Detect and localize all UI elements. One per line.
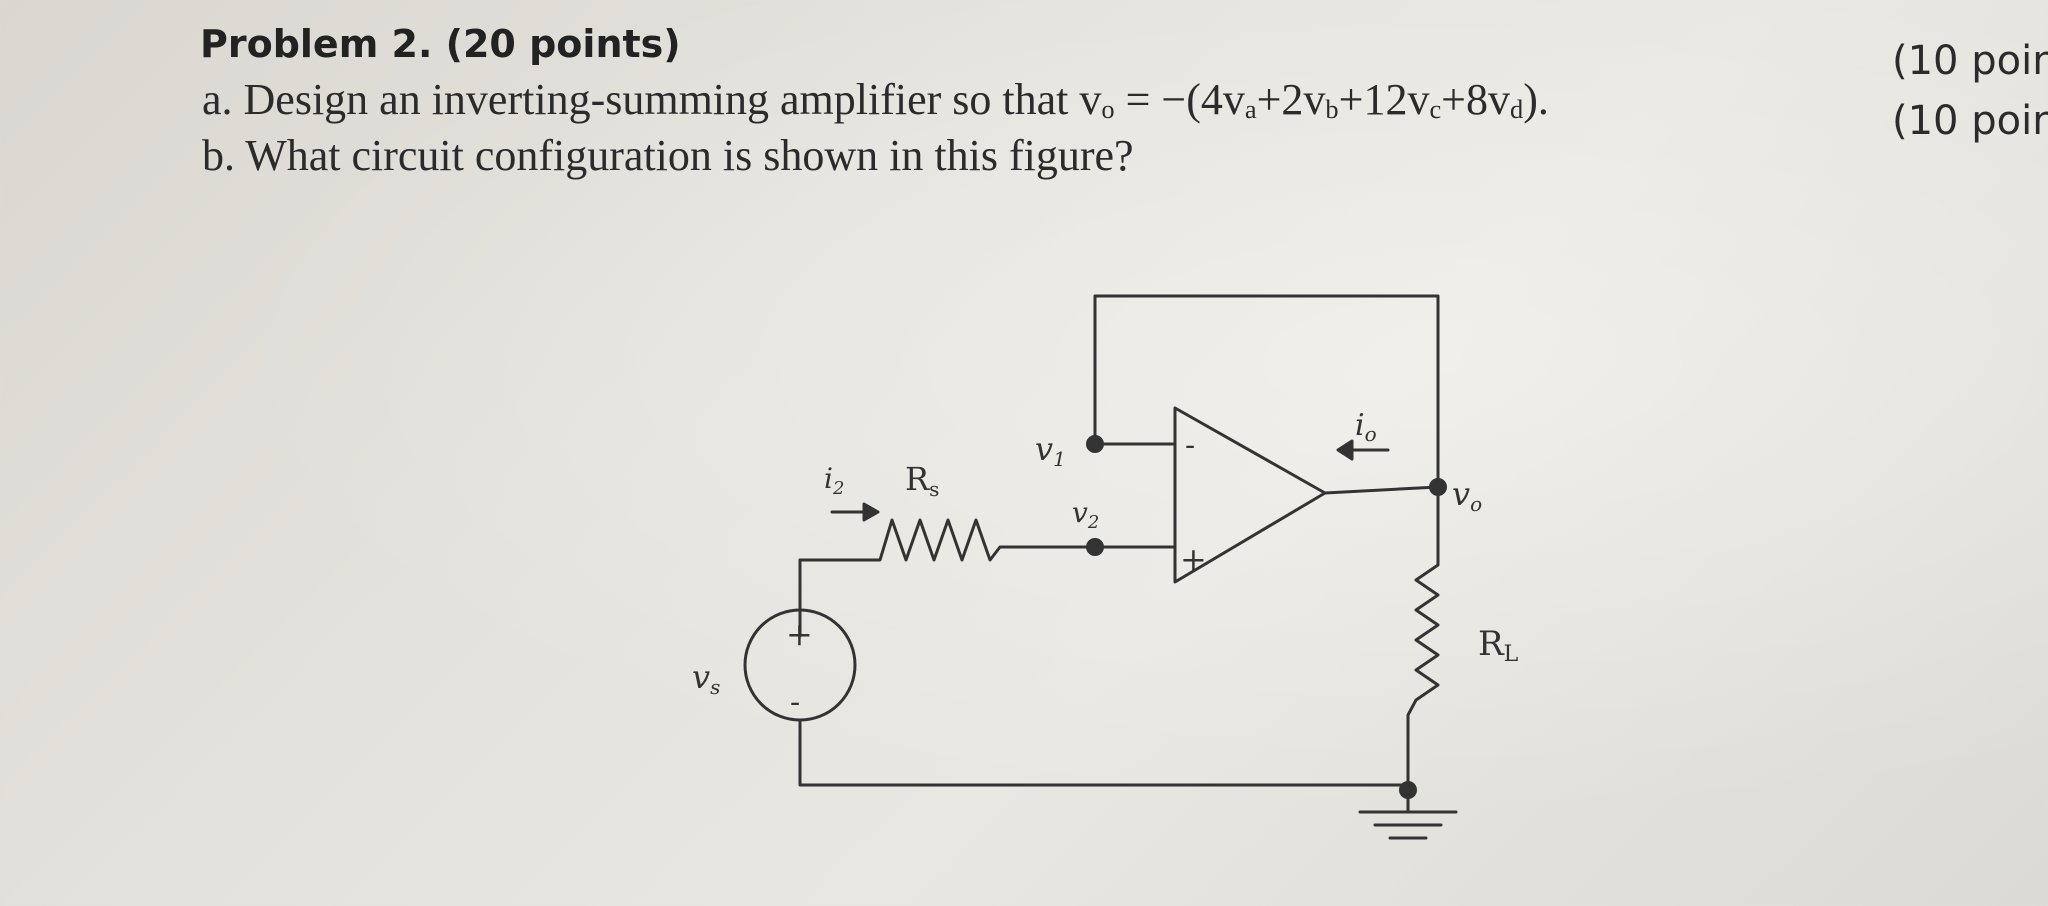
ground-return-wire bbox=[798, 718, 1410, 787]
io-arrowhead bbox=[1336, 439, 1354, 461]
source-resistor bbox=[798, 518, 1097, 562]
term-d: +8v bbox=[1441, 75, 1510, 124]
problem-heading: Problem 2. (20 points) bbox=[200, 22, 681, 66]
rl-label: RL bbox=[1478, 624, 1519, 667]
part-a-prefix: a. Design an inverting-summing amplifier… bbox=[202, 75, 1102, 124]
vo-node bbox=[1429, 478, 1447, 496]
source-plus-label: + bbox=[786, 615, 813, 653]
part-a-points: (10 poin bbox=[1892, 38, 2048, 84]
opamp-minus-label: - bbox=[1185, 428, 1195, 463]
rs-label: Rs bbox=[905, 460, 939, 501]
feedback-wire bbox=[1093, 294, 1440, 489]
va-subscript: a bbox=[1244, 93, 1257, 124]
ground-node bbox=[1399, 781, 1417, 799]
v2-node bbox=[1086, 538, 1104, 556]
vo-subscript: o bbox=[1101, 93, 1115, 124]
vb-subscript: b bbox=[1325, 93, 1339, 124]
vo-label: vo bbox=[1452, 475, 1482, 516]
source-minus-label: - bbox=[790, 685, 800, 720]
vd-subscript: d bbox=[1510, 93, 1524, 124]
term-b: +2v bbox=[1256, 75, 1326, 124]
opamp-triangle bbox=[1173, 406, 1327, 584]
equation-close: ). bbox=[1523, 75, 1549, 124]
part-b-points: (10 poin bbox=[1892, 98, 2048, 144]
ground-symbol bbox=[1358, 788, 1458, 840]
equation-open: = −(4v bbox=[1114, 75, 1245, 124]
term-c: +12v bbox=[1338, 75, 1430, 124]
opamp-plus-label: + bbox=[1180, 540, 1207, 578]
v1-label: v1 bbox=[1035, 430, 1066, 471]
io-label: io bbox=[1355, 408, 1377, 446]
v1-node bbox=[1086, 435, 1104, 453]
v2-label: v2 bbox=[1072, 496, 1099, 533]
output-wire bbox=[1323, 485, 1440, 495]
load-resistor bbox=[1406, 485, 1440, 792]
part-b-text: b. What circuit configuration is shown i… bbox=[202, 131, 1134, 180]
vc-subscript: c bbox=[1429, 93, 1442, 124]
vs-label: vs bbox=[692, 658, 720, 699]
part-a-text: a. Design an inverting-summing amplifier… bbox=[202, 74, 1549, 125]
i2-label: i2 bbox=[824, 462, 844, 499]
i2-arrowhead bbox=[862, 502, 880, 522]
